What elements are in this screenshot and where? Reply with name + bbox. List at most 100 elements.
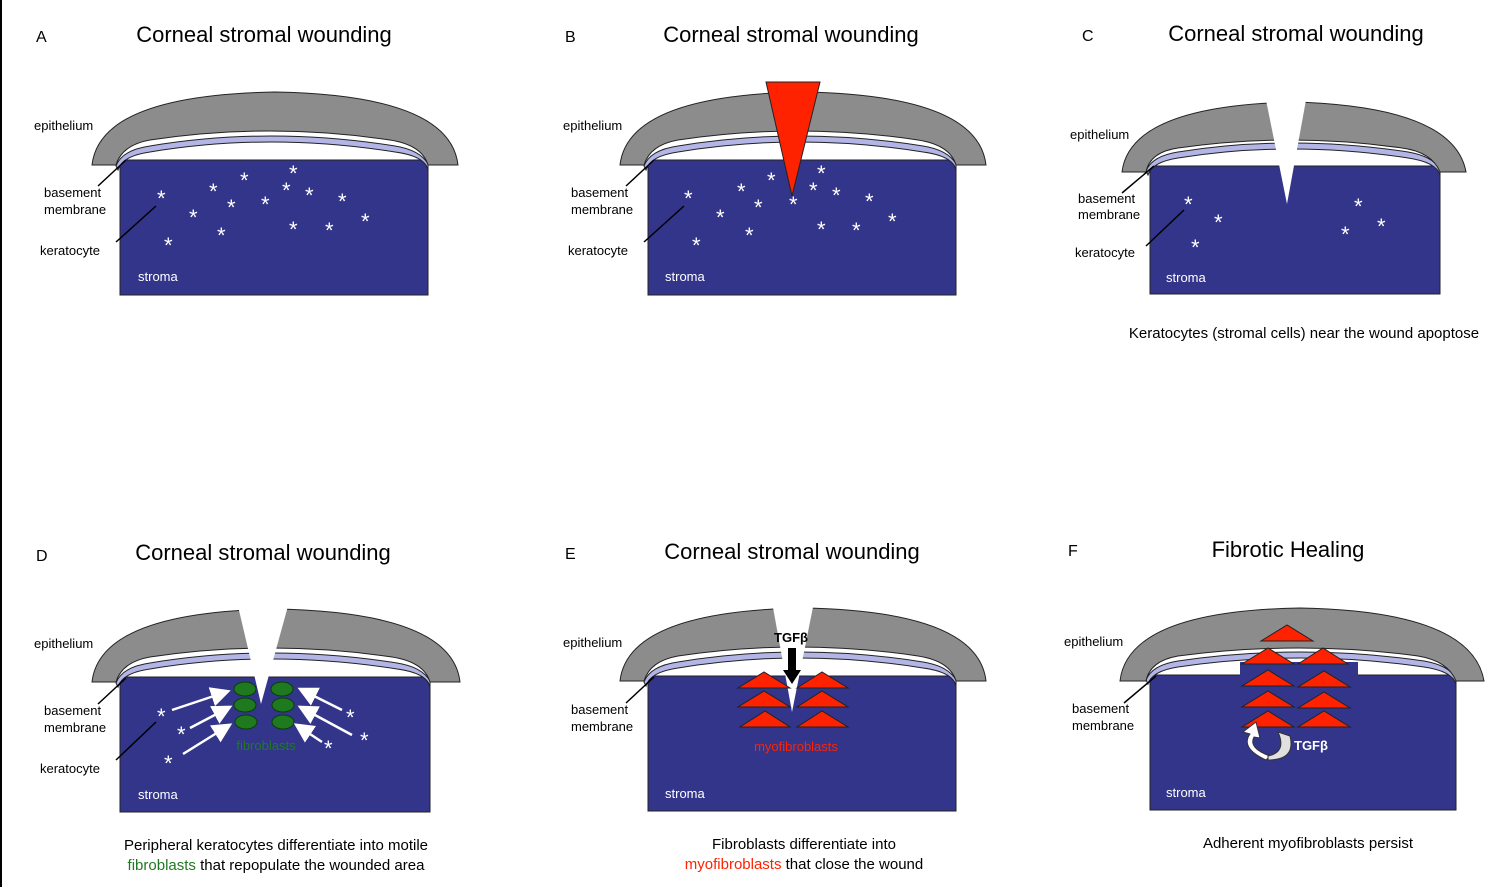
myofibroblast xyxy=(738,710,792,728)
migration-arrow xyxy=(171,687,231,712)
fibroblast xyxy=(271,697,295,713)
basement-label: basement xyxy=(1072,701,1129,716)
epithelium-label: epithelium xyxy=(1064,634,1123,649)
panel-title: Corneal stromal wounding xyxy=(136,22,392,47)
keratocyte: * xyxy=(240,168,249,193)
keratocyte-cells: * * * * * * xyxy=(1184,192,1386,260)
keratocyte: * xyxy=(157,186,166,211)
myofibroblast xyxy=(1240,690,1296,708)
keratocyte-label: keratocyte xyxy=(40,761,100,776)
keratocyte: * xyxy=(888,209,897,234)
keratocyte: * xyxy=(1214,210,1223,235)
myofibroblast xyxy=(1296,691,1352,709)
keratocyte: * xyxy=(305,183,314,208)
autocrine-arrow-curve xyxy=(1267,731,1292,761)
panel-title: Fibrotic Healing xyxy=(1212,537,1365,562)
epithelium-label: epithelium xyxy=(34,118,93,133)
epithelium-layer xyxy=(1119,607,1485,682)
autocrine-arrow-up xyxy=(1241,721,1271,761)
keratocyte: * xyxy=(817,161,826,186)
keratocyte: * xyxy=(261,192,270,217)
wound-gap xyxy=(1266,100,1306,204)
caption-highlight: fibroblasts xyxy=(128,857,196,874)
epithelium-label: epithelium xyxy=(34,636,93,651)
stroma-layer xyxy=(119,159,429,296)
myofibroblast-cells xyxy=(1240,624,1352,728)
myofibroblast xyxy=(795,710,850,728)
panel-title: Corneal stromal wounding xyxy=(135,540,391,565)
stroma-label: stroma xyxy=(138,787,179,802)
panel-title: Corneal stromal wounding xyxy=(1168,21,1424,46)
keratocyte: * xyxy=(1341,222,1350,247)
keratocyte: * xyxy=(865,189,874,214)
stroma-label: stroma xyxy=(665,269,706,284)
myofibroblast xyxy=(736,671,792,689)
keratocyte: * xyxy=(282,178,291,203)
keratocyte: * xyxy=(360,728,369,753)
keratocyte: * xyxy=(737,179,746,204)
migration-arrow xyxy=(297,705,353,737)
keratocyte-pointer xyxy=(643,205,685,243)
migration-arrow xyxy=(297,687,343,712)
basement-membrane-pointer xyxy=(625,676,655,704)
membrane-label: membrane xyxy=(44,720,106,735)
keratocyte: * xyxy=(1184,192,1193,217)
epithelium-label: epithelium xyxy=(563,635,622,650)
keratocyte: * xyxy=(325,218,334,243)
panel-letter: F xyxy=(1068,543,1078,560)
panel-caption-line2: myofibroblasts that close the wound xyxy=(685,856,923,873)
stroma-layer xyxy=(1149,165,1441,295)
keratocyte: * xyxy=(189,205,198,230)
stroma-layer xyxy=(647,675,957,812)
caption-rest: that close the wound xyxy=(781,856,923,873)
keratocyte-cells: * * * * * * xyxy=(157,704,369,776)
myofibroblast xyxy=(1240,669,1296,687)
panel-caption: Keratocytes (stromal cells) near the wou… xyxy=(1129,325,1479,342)
fibroblast-cells xyxy=(233,681,295,730)
stroma-layer xyxy=(1149,674,1457,811)
wound-gap xyxy=(238,606,288,704)
basement-label: basement xyxy=(44,703,101,718)
wounding-blade xyxy=(765,81,821,197)
keratocyte-label: keratocyte xyxy=(568,243,628,258)
caption-highlight: myofibroblasts xyxy=(685,856,782,873)
basement-membrane-pointer xyxy=(625,159,655,187)
myofibroblast xyxy=(1296,647,1350,665)
stroma-label: stroma xyxy=(1166,785,1207,800)
keratocyte: * xyxy=(361,209,370,234)
keratocyte: * xyxy=(164,233,173,258)
keratocyte-cells: * * * * * * * * * * * * * * * xyxy=(157,161,370,258)
keratocyte-cells: * * * * * * * * * * * * * * * xyxy=(684,161,897,258)
myofibroblast xyxy=(795,671,850,689)
panel-d: D Corneal stromal wounding epithelium ba… xyxy=(34,540,461,874)
figure-left-border xyxy=(0,0,2,887)
basement-label: basement xyxy=(1078,191,1135,206)
keratocyte: * xyxy=(1354,194,1363,219)
basement-membrane-pointer xyxy=(97,159,127,187)
panel-letter: A xyxy=(36,29,47,46)
keratocyte: * xyxy=(817,217,826,242)
keratocyte: * xyxy=(209,179,218,204)
panel-e: E Corneal stromal wounding TGFβ myofibro… xyxy=(563,539,987,873)
keratocyte: * xyxy=(346,705,355,730)
basement-membrane-pointer xyxy=(1123,675,1157,704)
panel-title: Corneal stromal wounding xyxy=(663,22,919,47)
keratocyte: * xyxy=(754,195,763,220)
stroma-label: stroma xyxy=(1166,270,1207,285)
tgf-beta-label: TGFβ xyxy=(774,630,808,645)
myofibroblast xyxy=(1296,670,1352,688)
keratocyte: * xyxy=(1377,214,1386,239)
keratocyte: * xyxy=(177,722,186,747)
stroma-layer xyxy=(647,159,957,296)
myofibroblast xyxy=(1240,647,1296,665)
membrane-label: membrane xyxy=(1078,207,1140,222)
keratocyte: * xyxy=(1191,235,1200,260)
myofibroblast-cells xyxy=(736,671,850,728)
fibroblast xyxy=(233,681,257,697)
keratocyte: * xyxy=(745,223,754,248)
panel-letter: E xyxy=(565,546,576,563)
keratocyte: * xyxy=(289,217,298,242)
panel-letter: B xyxy=(565,29,576,46)
keratocyte-label: keratocyte xyxy=(40,243,100,258)
